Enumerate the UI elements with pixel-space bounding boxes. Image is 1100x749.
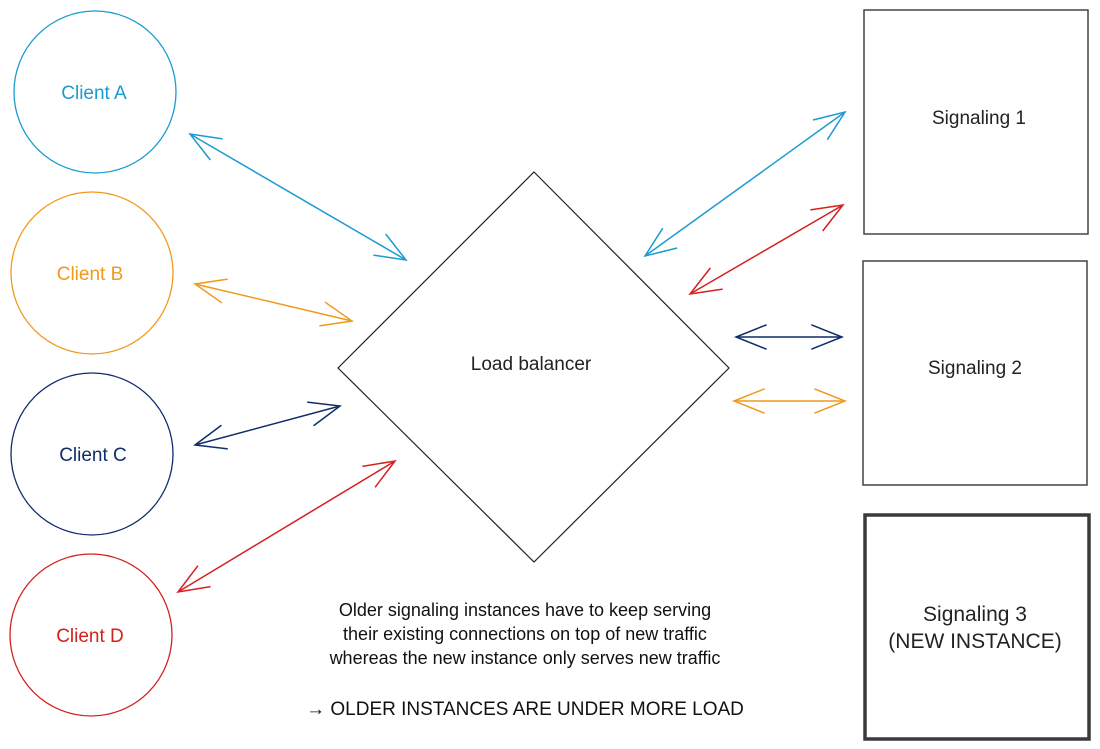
- client-b-node[interactable]: Client B: [10, 191, 174, 355]
- arrowhead-end-icon: [373, 233, 408, 262]
- arrowhead-start-icon: [643, 227, 678, 258]
- arrowhead-start-icon: [688, 267, 723, 296]
- signaling-1-box: [863, 9, 1089, 235]
- load-balancer-node[interactable]: Load balancer: [337, 171, 730, 563]
- arrowhead-end-icon: [812, 110, 847, 141]
- arrowhead-start-icon: [193, 278, 228, 304]
- arrow-shaft: [644, 111, 846, 257]
- client-a-circle: [13, 10, 177, 174]
- client-a-node[interactable]: Client A: [13, 10, 177, 174]
- note-line-1: Older signaling instances have to keep s…: [339, 600, 711, 620]
- client-c-node[interactable]: Client C: [10, 372, 174, 536]
- client-b-circle: [10, 191, 174, 355]
- arrow-shaft: [194, 405, 341, 446]
- arrowhead-start-icon: [176, 565, 211, 594]
- arrow-client-a-to-load-balancer: [188, 132, 408, 262]
- client-d-label: Client D: [56, 626, 124, 647]
- signaling-2-label: Signaling 2: [928, 358, 1022, 379]
- arrow-client-d-to-load-balancer: [176, 459, 397, 594]
- arrowhead-start-icon: [731, 388, 765, 414]
- arrowhead-start-icon: [733, 324, 767, 350]
- arrow-load-balancer-to-signaling-1: [643, 110, 847, 258]
- arrowhead-start-icon: [188, 132, 223, 161]
- arrowhead-end-icon: [810, 203, 845, 232]
- arrowhead-end-icon: [319, 301, 354, 327]
- signaling-1-label: Signaling 1: [932, 108, 1026, 129]
- signaling-3-node[interactable]: Signaling 3 (NEW INSTANCE): [863, 513, 1091, 741]
- client-d-circle: [9, 553, 173, 717]
- explanation-note: Older signaling instances have to keep s…: [306, 600, 744, 720]
- signaling-2-node[interactable]: Signaling 2: [862, 260, 1088, 486]
- client-d-node[interactable]: Client D: [9, 553, 173, 717]
- client-c-label: Client C: [59, 445, 127, 466]
- signaling-3-sublabel: (NEW INSTANCE): [888, 630, 1061, 653]
- arrowhead-end-icon: [811, 324, 845, 350]
- arrowhead-end-icon: [362, 459, 397, 488]
- client-b-label: Client B: [57, 264, 124, 285]
- arrow-shaft: [177, 460, 396, 593]
- connection-arrows: [176, 110, 848, 594]
- arrow-client-b-to-load-balancer: [193, 278, 354, 327]
- load-balancer-diamond: [337, 171, 730, 563]
- arrowhead-end-icon: [814, 388, 848, 414]
- arrow-shaft: [189, 133, 407, 261]
- arrow-shaft: [689, 204, 844, 295]
- arrowhead-end-icon: [307, 401, 342, 427]
- arrow-load-balancer-to-signaling-1: [688, 203, 845, 296]
- note-conclusion: → OLDER INSTANCES ARE UNDER MORE LOAD: [306, 699, 744, 720]
- signaling-1-node[interactable]: Signaling 1: [863, 9, 1089, 235]
- arrow-load-balancer-to-signaling-2: [731, 388, 848, 414]
- client-c-circle: [10, 372, 174, 536]
- note-line-3: whereas the new instance only serves new…: [329, 648, 721, 668]
- arrowhead-start-icon: [193, 424, 228, 450]
- signaling-2-box: [862, 260, 1088, 486]
- arrow-shaft: [194, 283, 353, 322]
- arrow-load-balancer-to-signaling-2: [733, 324, 845, 350]
- arrow-client-c-to-load-balancer: [193, 401, 342, 450]
- note-line-2: their existing connections on top of new…: [343, 624, 707, 644]
- load-balancer-label: Load balancer: [471, 354, 592, 375]
- client-a-label: Client A: [61, 83, 127, 104]
- signaling-3-label: Signaling 3: [923, 603, 1027, 626]
- signaling-3-box: [863, 513, 1091, 741]
